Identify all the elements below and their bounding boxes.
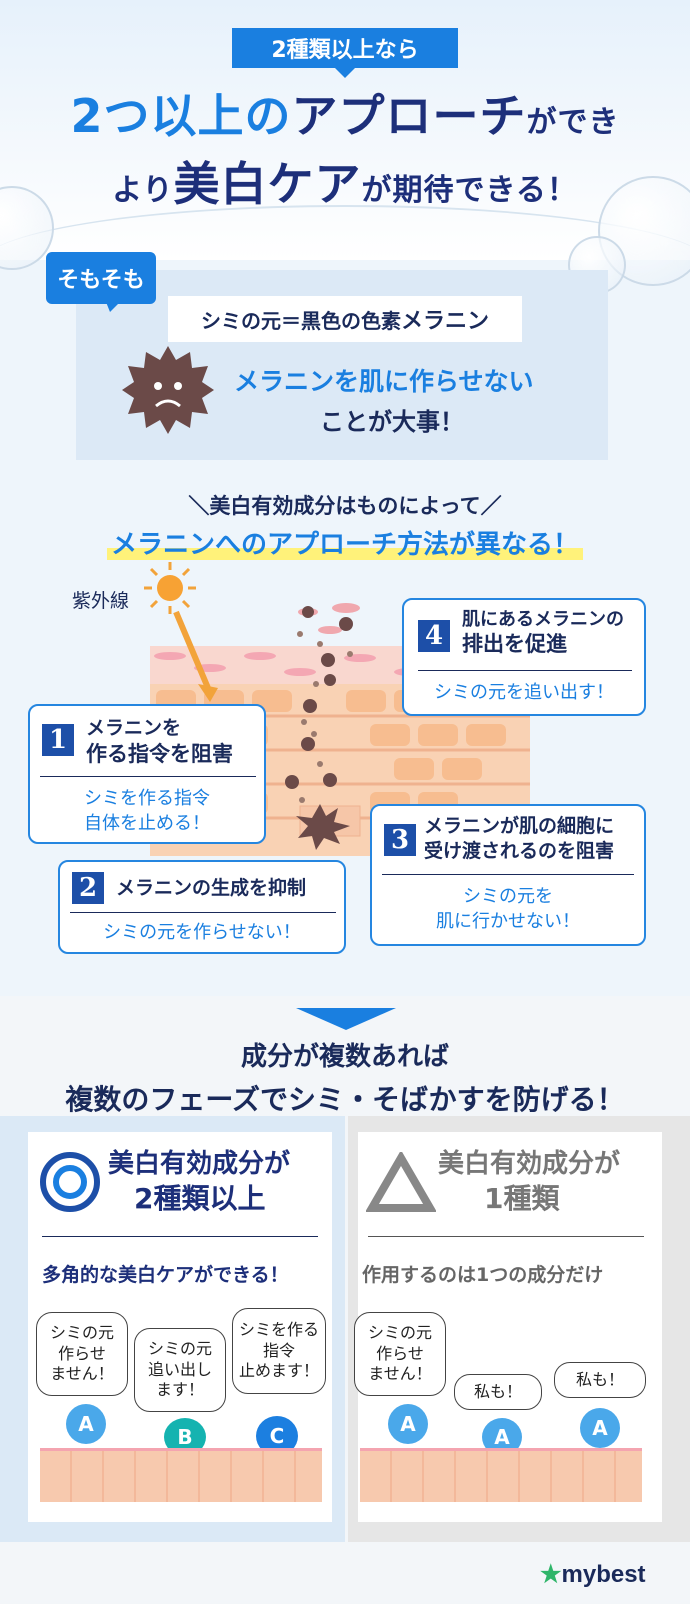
speech-bubble: シミの元作らせません！ (354, 1312, 446, 1396)
approach-card-4: 4 肌にあるメラニンの排出を促進 シミの元を追い出す！ (402, 598, 646, 716)
note-tag: そもそも (46, 252, 156, 312)
card-divider (382, 874, 634, 875)
card-number: 2 (72, 872, 104, 904)
card-divider (418, 670, 632, 671)
panel-description: 作用するのは1つの成分だけ (362, 1264, 604, 1286)
ingredient-ball-a: A (388, 1404, 428, 1444)
comparison-lead-line2: 複数のフェーズでシミ・そばかすを防げる！ (65, 1083, 625, 1116)
card-divider (40, 776, 256, 777)
card-subtext: シミを作る指令自体を止める！ (84, 788, 210, 835)
comparison-lead-line1: 成分が複数あれば (240, 1042, 449, 1072)
card-heading: 肌にあるメラニンの排出を促進 (462, 609, 624, 657)
star-icon: ★ (540, 1561, 562, 1588)
panel-divider (368, 1236, 644, 1237)
card-heading: メラニンが肌の細胞に受け渡されるのを阻害 (424, 815, 615, 862)
approach-title: メラニンへのアプローチ方法が異なる！ (0, 524, 690, 561)
mini-skin-layer (360, 1448, 642, 1502)
card-number: 1 (42, 724, 74, 756)
card-subtext: シミの元を追い出す！ (434, 682, 614, 703)
approach-subtitle: ＼美白有効成分はものによって／ (188, 494, 502, 518)
card-subtext: シミの元を肌に行かせない！ (436, 886, 580, 933)
panel-description: 多角的な美白ケアができる！ (42, 1264, 289, 1286)
headline-line1: 2つ以上のアプローチができ (70, 89, 620, 143)
headline-line2: より美白ケアが期待できる！ (112, 157, 578, 211)
brand-logo: ★mybest (540, 1561, 646, 1588)
note-line1: メラニンを肌に作らせない (234, 367, 534, 396)
triangle-icon (366, 1152, 436, 1212)
uv-label: 紫外線 (72, 590, 130, 612)
uv-arrow-icon (173, 610, 218, 702)
card-number: 3 (384, 824, 416, 856)
note-pill: シミの元＝黒色の色素メラニン (168, 296, 522, 342)
card-divider (70, 912, 336, 913)
ingredient-ball-a: A (66, 1404, 106, 1444)
approach-card-1: 1 メラニンを作る指令を阻害 シミを作る指令自体を止める！ (28, 704, 266, 844)
speech-bubble: 私も！ (554, 1362, 646, 1398)
card-heading: メラニンの生成を抑制 (116, 877, 307, 899)
panel-divider (42, 1236, 318, 1237)
hero-wave-divider (0, 205, 690, 265)
speech-bubble: 私も！ (454, 1374, 542, 1410)
speech-bubble: シミの元追い出します！ (134, 1328, 226, 1412)
speech-bubble: シミの元作らせません！ (36, 1312, 128, 1396)
card-heading: メラニンを作る指令を阻害 (86, 717, 233, 766)
card-number: 4 (418, 620, 450, 652)
melanin-character-icon (122, 346, 214, 434)
sun-icon (144, 562, 196, 614)
speech-bubble: シミを作る指令止めます！ (232, 1308, 326, 1394)
approach-card-3: 3 メラニンが肌の細胞に受け渡されるのを阻害 シミの元を肌に行かせない！ (370, 804, 646, 946)
ingredient-ball-a: A (580, 1408, 620, 1448)
approach-card-2: 2 メラニンの生成を抑制 シミの元を作らせない！ (58, 860, 346, 954)
mini-skin-layer (40, 1448, 322, 1502)
card-subtext: シミの元を作らせない！ (103, 922, 301, 943)
note-line2: ことが大事！ (320, 408, 464, 436)
down-arrow-icon (296, 1008, 396, 1030)
double-circle-icon (40, 1152, 100, 1212)
melanin-particles (285, 603, 360, 850)
header-tag: 2種類以上なら (232, 28, 458, 78)
